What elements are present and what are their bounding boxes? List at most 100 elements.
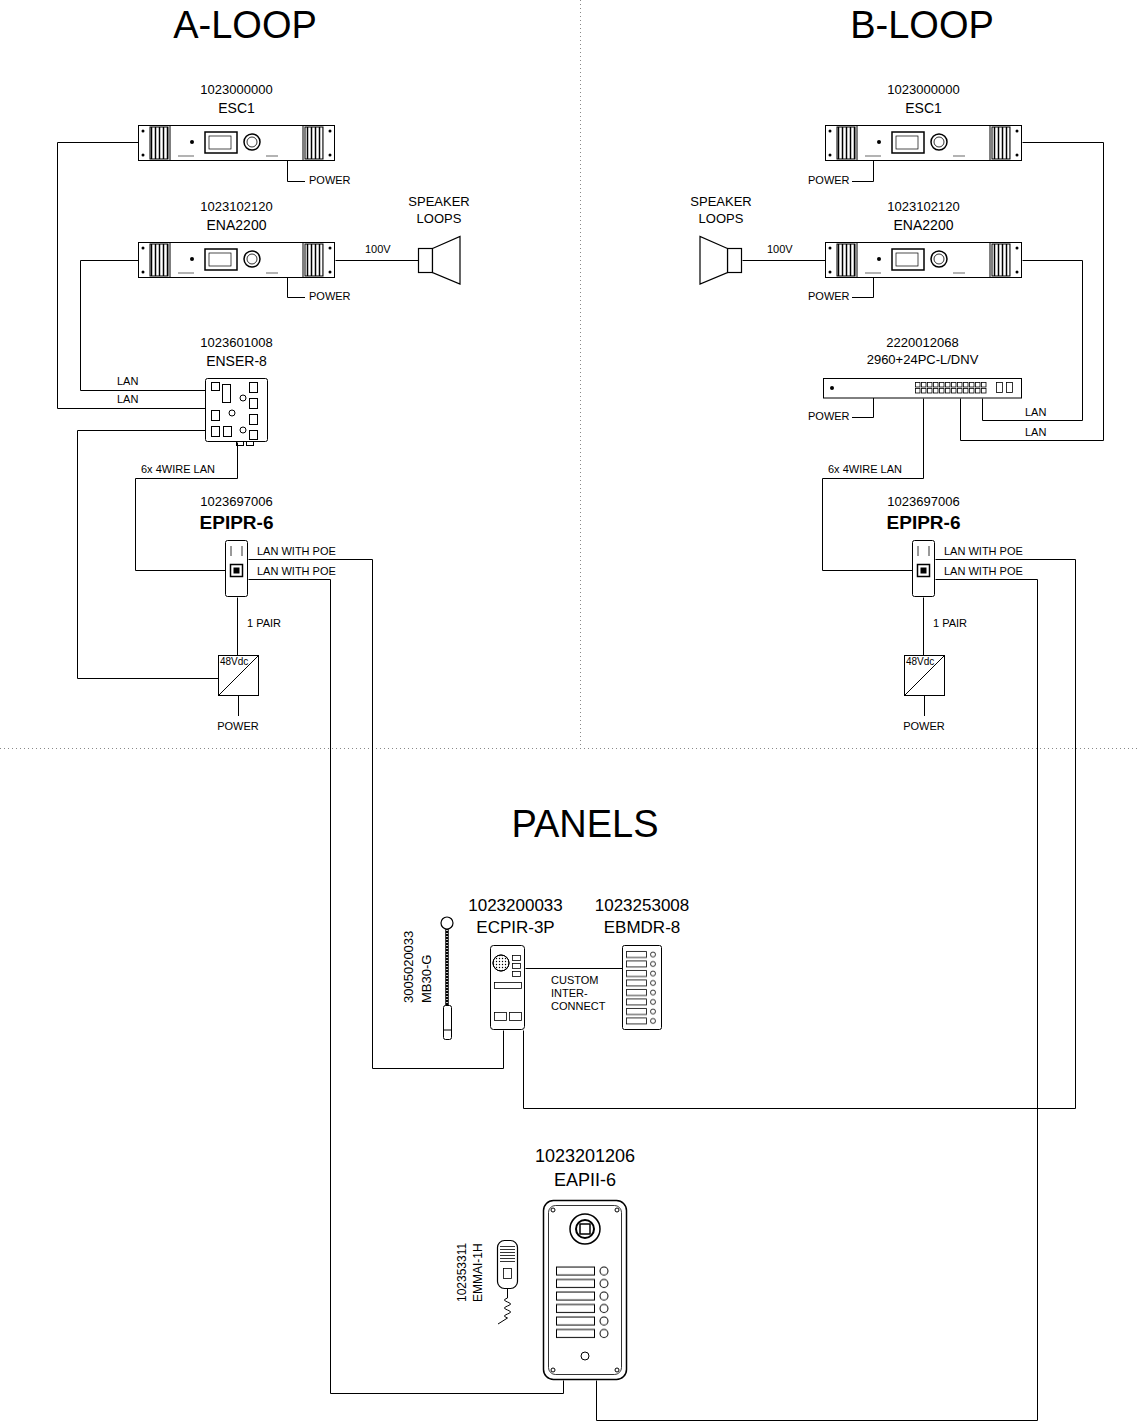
cable-label: LAN xyxy=(116,375,139,388)
network-switch xyxy=(824,379,1022,399)
speaker-symbols xyxy=(419,237,742,285)
part-name: MB30-G xyxy=(418,931,436,1003)
cable-label: LAN WITH POE xyxy=(256,565,337,578)
power-label: POWER xyxy=(309,174,351,187)
node-caption: 1023697006EPIPR-6 xyxy=(887,494,961,536)
ebmdr-panel xyxy=(623,946,662,1030)
power-label: POWER xyxy=(903,720,945,733)
node-caption: 48Vdc xyxy=(220,656,248,667)
part-name: EPIPR-6 xyxy=(200,511,274,536)
device-node: 48Vdc xyxy=(218,655,258,695)
node-caption: 22200120682960+24PC-L/DNV xyxy=(867,335,979,369)
cable-line xyxy=(961,143,1104,441)
part-name: 48Vdc xyxy=(220,656,248,667)
device-node: 1023601008ENSER-8 xyxy=(205,378,268,442)
cable-line xyxy=(743,260,826,261)
device-node: 1023000000ESC1 xyxy=(825,125,1022,161)
part-number: 1023697006 xyxy=(887,494,961,511)
cable-line xyxy=(58,143,206,409)
part-name: EPIPR-6 xyxy=(887,511,961,536)
node-caption: 1023697006EPIPR-6 xyxy=(200,494,274,536)
device-node: 48Vdc xyxy=(904,655,944,695)
rack-units xyxy=(139,125,1022,278)
part-name: 2960+24PC-L/DNV xyxy=(867,352,979,369)
device-node: 1023201206EAPII-6 xyxy=(543,1200,627,1380)
cable-label: LAN xyxy=(116,393,139,406)
power-stubs xyxy=(239,161,925,716)
node-caption: 1023102120ENA2200 xyxy=(887,199,959,234)
part-number: 2220012068 xyxy=(867,335,979,352)
node-caption: 1023200033ECPIR-3P xyxy=(468,895,563,939)
node-caption: 1023000000ESC1 xyxy=(200,82,272,117)
device-node: 102353311EMMAI-1H xyxy=(452,1235,524,1330)
node-caption: 1023201206EAPII-6 xyxy=(535,1145,635,1192)
part-name: ENSER-8 xyxy=(200,352,272,370)
cable-line xyxy=(597,580,1038,1421)
part-number: 1023697006 xyxy=(200,494,274,511)
part-name: 48Vdc xyxy=(906,656,934,667)
node-caption: 1023102120ENA2200 xyxy=(200,199,272,234)
part-number: 3005020033 xyxy=(400,931,418,1003)
device-node: SPEAKER LOOPS xyxy=(418,236,460,284)
part-number: 1023201206 xyxy=(535,1145,635,1168)
part-number: 1023102120 xyxy=(200,199,272,216)
cable-label: LAN xyxy=(1024,426,1047,439)
cable-label: LAN WITH POE xyxy=(256,545,337,558)
node-caption: 1023601008ENSER-8 xyxy=(200,335,272,370)
cable-label: LAN xyxy=(1024,406,1047,419)
node-caption: 48Vdc xyxy=(906,656,934,667)
power-label: POWER xyxy=(309,290,351,303)
cable-line xyxy=(249,560,504,1069)
part-number: 1023102120 xyxy=(887,199,959,216)
node-caption: 3005020033MB30-G xyxy=(400,931,435,1003)
part-name: EMMAI-1H xyxy=(470,1243,486,1302)
cable-line xyxy=(823,399,924,571)
power-label: POWER xyxy=(217,720,259,733)
part-number: 102353311 xyxy=(454,1243,470,1302)
node-caption: SPEAKER LOOPS xyxy=(690,194,751,228)
part-name: ENA2200 xyxy=(887,216,959,234)
part-name: ESC1 xyxy=(887,99,959,117)
part-number: 1023601008 xyxy=(200,335,272,352)
cable-line xyxy=(923,598,924,656)
cable-line xyxy=(526,968,623,969)
device-node: 1023102120ENA2200 xyxy=(138,242,335,278)
power-label: POWER xyxy=(808,410,850,423)
device-node: 1023200033ECPIR-3P xyxy=(490,945,525,1030)
cable-line xyxy=(336,260,419,261)
node-caption: 1023253008EBMDR-8 xyxy=(595,895,690,939)
part-number: 1023000000 xyxy=(200,82,272,99)
part-number: 1023000000 xyxy=(887,82,959,99)
device-node: 1023102120ENA2200 xyxy=(825,242,1022,278)
cable-line xyxy=(983,261,1083,421)
cable-label: 100V xyxy=(364,243,392,256)
epipr-units xyxy=(226,541,935,597)
device-node: 1023697006EPIPR-6 xyxy=(225,540,248,597)
cable-label: 6x 4WIRE LAN xyxy=(140,463,216,476)
cable-line xyxy=(237,598,238,656)
part-name: EBMDR-8 xyxy=(595,917,690,939)
cable-line xyxy=(249,580,564,1394)
part-name: ESC1 xyxy=(200,99,272,117)
part-name: EAPII-6 xyxy=(535,1169,635,1192)
node-caption: 102353311EMMAI-1H xyxy=(454,1243,486,1302)
section-title: A-LOOP xyxy=(173,4,317,48)
part-name: SPEAKER LOOPS xyxy=(690,194,751,228)
psu-symbols xyxy=(219,656,945,696)
device-node: SPEAKER LOOPS xyxy=(700,236,742,284)
handheld-mic xyxy=(498,1241,518,1325)
device-node: 1023253008EBMDR-8 xyxy=(622,945,662,1030)
enser-unit xyxy=(206,379,268,446)
cable-label: 6x 4WIRE LAN xyxy=(827,463,903,476)
section-title: PANELS xyxy=(511,803,658,847)
power-label: POWER xyxy=(808,174,850,187)
cable-label: CUSTOM INTER-CONNECT xyxy=(550,974,610,1014)
cable-line xyxy=(81,261,206,391)
device-node: 1023000000ESC1 xyxy=(138,125,335,161)
ecpir-panel xyxy=(491,946,525,1030)
cable-label: 1 PAIR xyxy=(246,617,282,630)
part-name: ECPIR-3P xyxy=(468,917,563,939)
device-node: 1023697006EPIPR-6 xyxy=(912,540,935,597)
